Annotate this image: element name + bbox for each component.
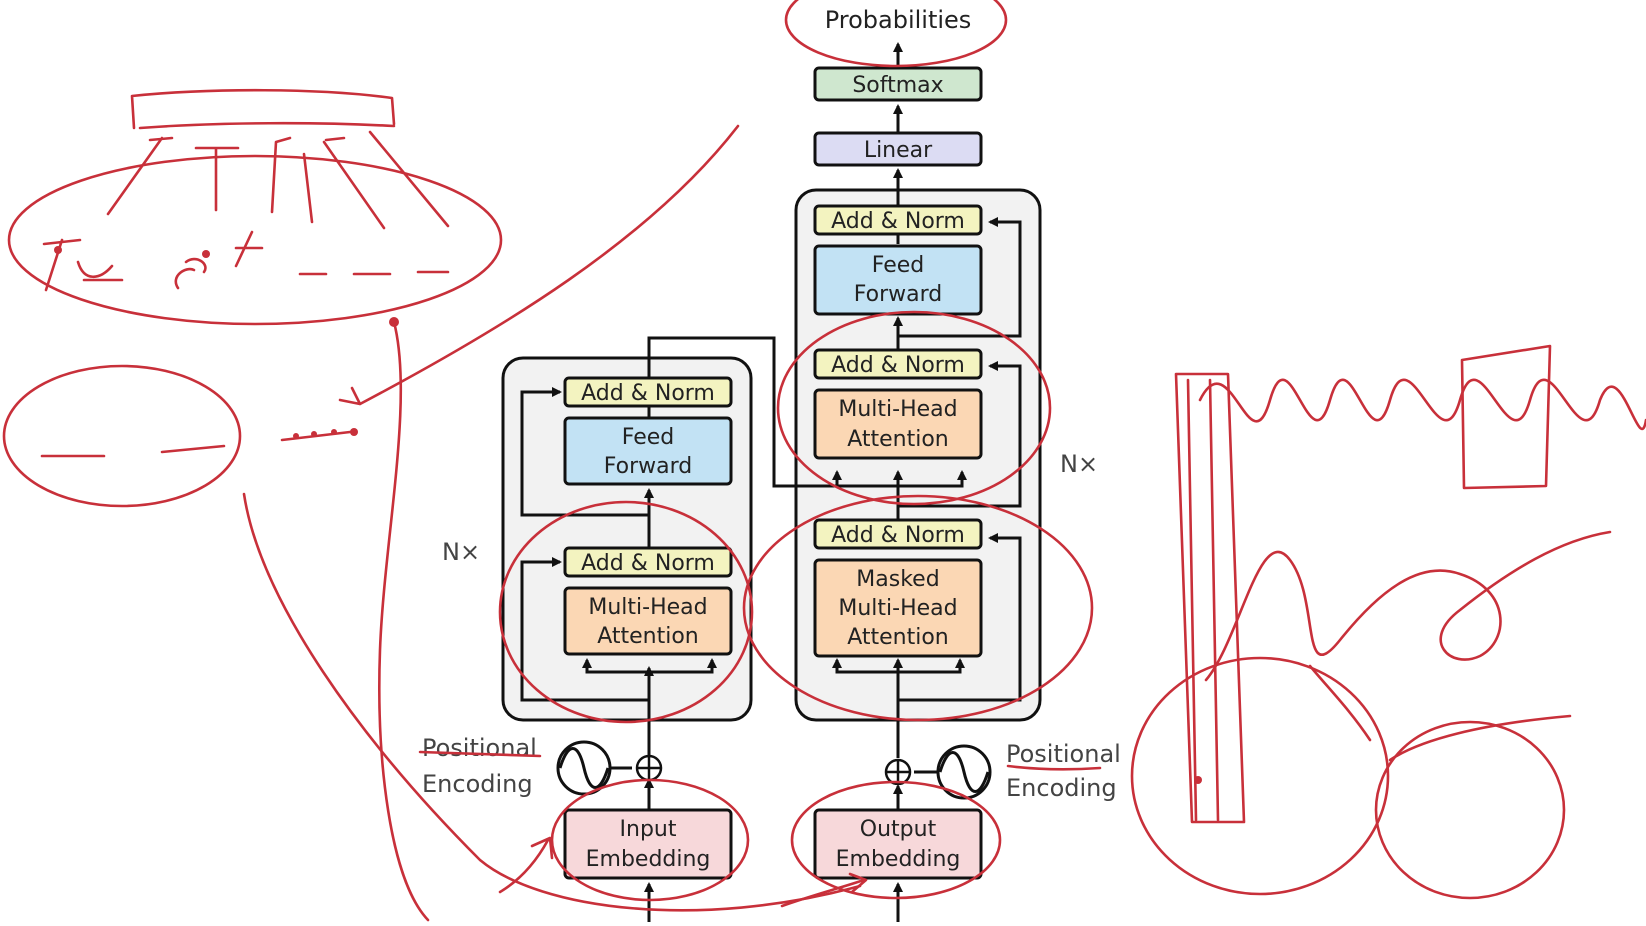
decoder-encoding-label: Encoding	[1006, 774, 1117, 802]
svg-text:Add & Norm: Add & Norm	[831, 353, 965, 378]
svg-text:Forward: Forward	[854, 282, 942, 307]
encoder-repeat-label: N×	[442, 538, 480, 566]
svg-text:Add & Norm: Add & Norm	[831, 209, 965, 234]
output-probabilities-label: Probabilities	[825, 6, 972, 34]
encoder-add-norm-bottom: Add & Norm	[563, 546, 733, 578]
svg-text:Masked: Masked	[856, 567, 939, 592]
svg-text:Multi-Head: Multi-Head	[588, 595, 707, 620]
svg-text:Embedding: Embedding	[586, 847, 711, 872]
decoder-add-norm-bottom: Add & Norm	[813, 518, 983, 550]
encoder-add-norm-top: Add & Norm	[563, 376, 733, 408]
svg-text:Feed: Feed	[622, 425, 675, 450]
softmax-block: Softmax	[813, 66, 983, 102]
decoder-repeat-label: N×	[1060, 450, 1098, 478]
encoder-panel	[501, 356, 753, 722]
svg-text:Output: Output	[860, 817, 937, 842]
svg-text:Linear: Linear	[864, 138, 933, 163]
svg-text:Add & Norm: Add & Norm	[581, 381, 715, 406]
svg-text:Add & Norm: Add & Norm	[581, 551, 715, 576]
decoder-masked-multi-head-attention: Masked Multi-Head Attention	[813, 558, 983, 658]
encoder-feed-forward: Feed Forward	[563, 416, 733, 486]
svg-text:Forward: Forward	[604, 454, 692, 479]
encoder-positional-label: Positional	[422, 734, 537, 762]
svg-text:Add & Norm: Add & Norm	[831, 523, 965, 548]
decoder-sine-wave-icon	[936, 744, 992, 800]
output-embedding: Output Embedding	[813, 808, 983, 880]
decoder-add-circle-icon	[884, 758, 912, 786]
svg-text:Attention: Attention	[847, 427, 949, 452]
svg-text:Embedding: Embedding	[836, 847, 961, 872]
svg-text:Input: Input	[620, 817, 677, 842]
decoder-wires	[832, 42, 1022, 922]
encoder-sine-wave-icon	[556, 740, 612, 796]
svg-text:Attention: Attention	[597, 624, 699, 649]
svg-text:Probabilities: Probabilities	[825, 6, 972, 34]
svg-text:Attention: Attention	[847, 625, 949, 650]
encoder-wires	[520, 336, 967, 922]
input-embedding: Input Embedding	[563, 808, 733, 880]
decoder-add-norm-middle: Add & Norm	[813, 348, 983, 380]
svg-text:Softmax: Softmax	[852, 73, 943, 98]
encoder-encoding-label: Encoding	[422, 770, 533, 798]
decoder-feed-forward: Feed Forward	[813, 244, 983, 316]
decoder-add-norm-top: Add & Norm	[813, 204, 983, 236]
encoder-add-circle-icon	[635, 754, 663, 782]
svg-text:Multi-Head: Multi-Head	[838, 397, 957, 422]
svg-text:Multi-Head: Multi-Head	[838, 596, 957, 621]
decoder-multi-head-attention: Multi-Head Attention	[813, 388, 983, 460]
linear-block: Linear	[813, 131, 983, 167]
encoder-multi-head-attention: Multi-Head Attention	[563, 586, 733, 656]
svg-text:Feed: Feed	[872, 253, 925, 278]
decoder-positional-label: Positional	[1006, 740, 1121, 768]
